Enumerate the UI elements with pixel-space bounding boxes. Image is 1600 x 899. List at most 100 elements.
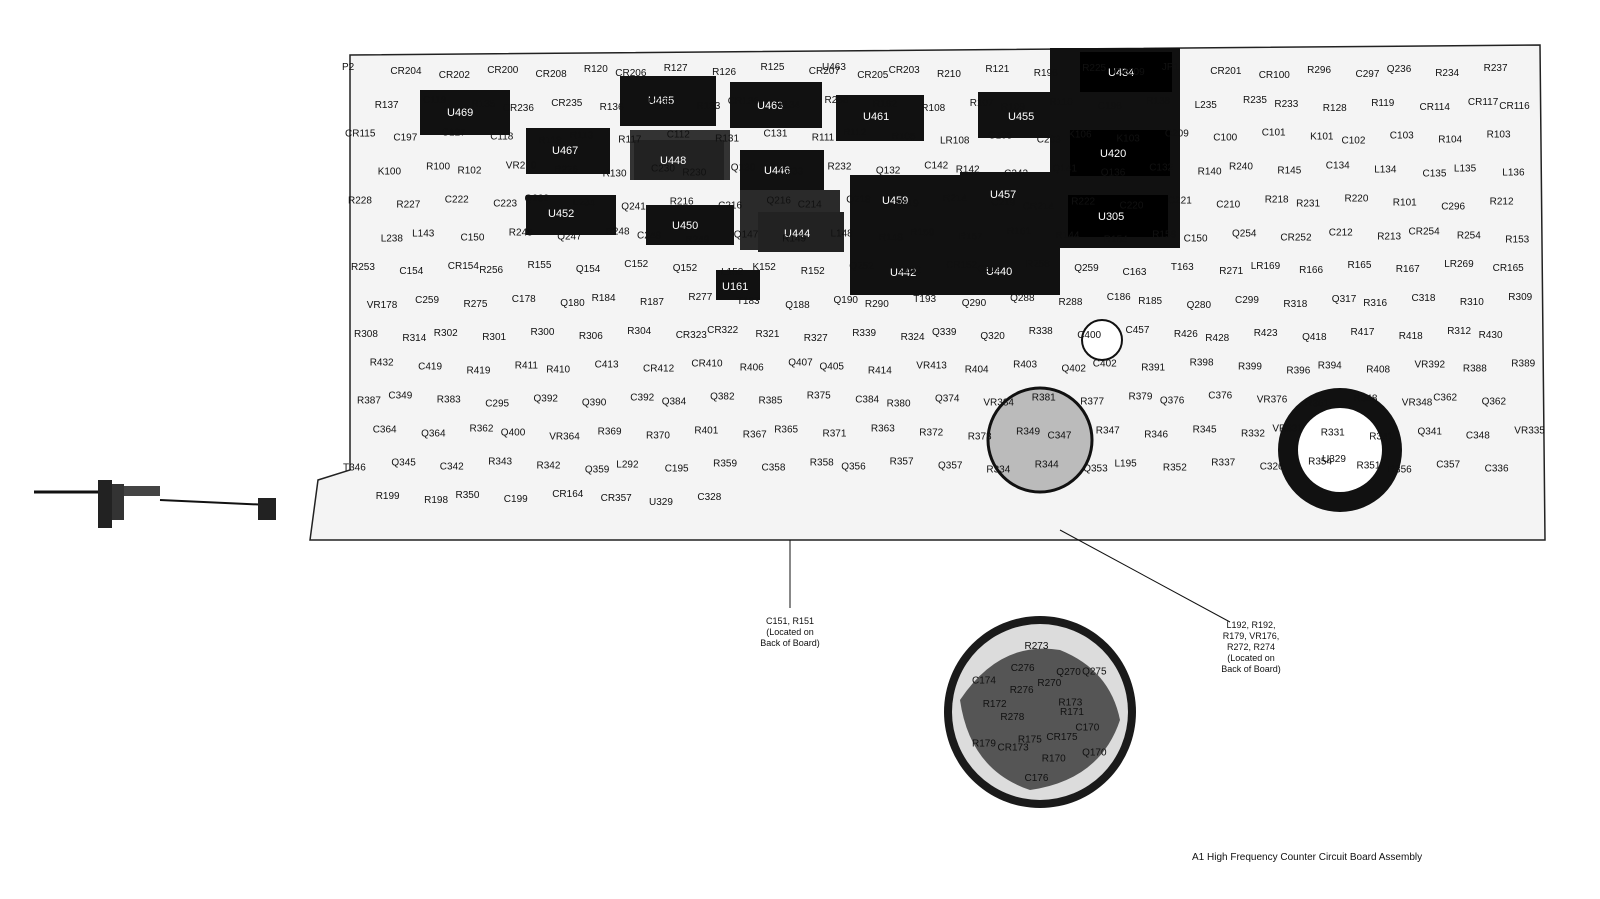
component-label: C248 <box>637 230 661 241</box>
component-label: R152 <box>801 266 825 277</box>
component-label: Q130 <box>731 163 756 174</box>
component-label: R304 <box>627 326 651 337</box>
svg-text:U452: U452 <box>548 208 574 220</box>
component-label: R372 <box>919 427 943 438</box>
svg-text:U420: U420 <box>1100 148 1126 160</box>
component-label: Q290 <box>962 298 987 309</box>
ic-u440 <box>958 250 1050 292</box>
component-label: R388 <box>1463 364 1487 375</box>
component-label: C318 <box>1412 293 1436 304</box>
component-label: Q400 <box>501 427 526 438</box>
component-label: T346 <box>343 462 366 473</box>
component-label: Q364 <box>421 428 446 439</box>
component-label: CR114 <box>1420 102 1451 113</box>
component-label: Q132 <box>876 166 901 177</box>
component-label: VR178 <box>367 300 398 311</box>
inset-component-label: R179 <box>972 738 996 749</box>
component-label: R398 <box>1190 358 1214 369</box>
component-label: R210 <box>937 69 961 80</box>
component-label: Q376 <box>1160 396 1185 407</box>
component-label: C118 <box>490 132 514 143</box>
svg-text:U461: U461 <box>863 111 889 123</box>
component-label: Q254 <box>1232 228 1257 239</box>
component-label: R417 <box>1351 327 1375 338</box>
component-label: VR210 <box>506 161 537 172</box>
component-label: CR100 <box>1259 70 1291 81</box>
component-label: VR384 <box>983 398 1014 409</box>
component-label: Q147 <box>734 229 759 240</box>
component-label: R231 <box>1296 198 1320 209</box>
component-label: CR235 <box>551 98 583 109</box>
component-label: R113 <box>570 131 594 142</box>
component-label: C384 <box>855 395 879 406</box>
component-label: R357 <box>890 456 914 467</box>
component-label: C216 <box>718 200 742 211</box>
component-label: K103 <box>1117 134 1141 145</box>
component-label: R166 <box>1299 265 1323 276</box>
component-label: R341 <box>1369 431 1393 442</box>
component-label: CR204 <box>390 66 422 77</box>
component-label: R383 <box>437 395 461 406</box>
component-label: VR376 <box>1257 395 1288 406</box>
component-label: Q280 <box>1187 300 1212 311</box>
inset-component-label: R276 <box>1010 685 1034 696</box>
component-label: C364 <box>373 424 397 435</box>
component-label: R351 <box>1357 460 1381 471</box>
component-label: R403 <box>1013 360 1037 371</box>
component-label: K106 <box>1068 130 1092 141</box>
component-label: R161 <box>1007 226 1031 237</box>
ic-u450 <box>646 205 734 245</box>
component-label: R137 <box>375 100 399 111</box>
component-label: CR164 <box>552 489 584 500</box>
component-label: CR206 <box>615 68 647 79</box>
component-label: R318 <box>1283 299 1307 310</box>
component-label: C100 <box>1213 133 1237 144</box>
ic-u463 <box>730 82 822 128</box>
component-label: CR209 <box>1114 67 1146 78</box>
component-label: R411 <box>515 361 539 372</box>
component-label: C347 <box>1048 430 1072 441</box>
component-label: C362 <box>1433 393 1457 404</box>
component-label: Q356 <box>841 461 866 472</box>
component-label: Q402 <box>1062 364 1087 375</box>
component-label: R165 <box>1348 260 1372 271</box>
component-label: R117 <box>618 135 642 146</box>
component-label: K101 <box>1310 132 1334 143</box>
component-label: R140 <box>1198 167 1222 178</box>
component-label: Q232 <box>525 193 550 204</box>
component-label: R153 <box>1505 234 1529 245</box>
component-label: R214 <box>943 193 967 204</box>
component-label: C357 <box>1436 459 1460 470</box>
component-label: C197 <box>393 133 417 144</box>
component-label: R162 <box>873 99 897 110</box>
component-label: R377 <box>1080 397 1104 408</box>
component-label: CR154 <box>448 261 480 272</box>
component-label: L238 <box>381 233 404 244</box>
component-label: U329 <box>649 497 673 508</box>
component-label: CR357 <box>601 493 633 504</box>
leader-line-l192 <box>1059 529 1231 623</box>
component-label: VR364 <box>549 431 580 442</box>
component-label: R344 <box>1035 459 1059 470</box>
ic-u455 <box>978 92 1070 138</box>
inset-component-label: CR175 <box>1046 732 1078 743</box>
component-label: C259 <box>415 295 439 306</box>
component-label: R196 <box>1034 68 1058 79</box>
component-label: R401 <box>694 425 718 436</box>
component-label: R228 <box>348 195 372 206</box>
component-label: C186 <box>1107 292 1131 303</box>
component-label: P2 <box>342 62 355 73</box>
component-label: R121 <box>985 64 1009 75</box>
ic-u461 <box>836 95 924 141</box>
inset-component-label: Q270 <box>1056 667 1081 678</box>
component-label: Q405 <box>820 362 845 373</box>
component-label: R349 <box>1016 426 1040 437</box>
component-label: R345 <box>1193 424 1217 435</box>
component-label: C203 <box>1037 135 1061 146</box>
component-label: R237 <box>1484 63 1508 74</box>
component-label: R308 <box>354 329 378 340</box>
component-label: R423 <box>1254 328 1278 339</box>
svg-text:U465: U465 <box>648 95 674 107</box>
component-label: C348 <box>1466 430 1490 441</box>
